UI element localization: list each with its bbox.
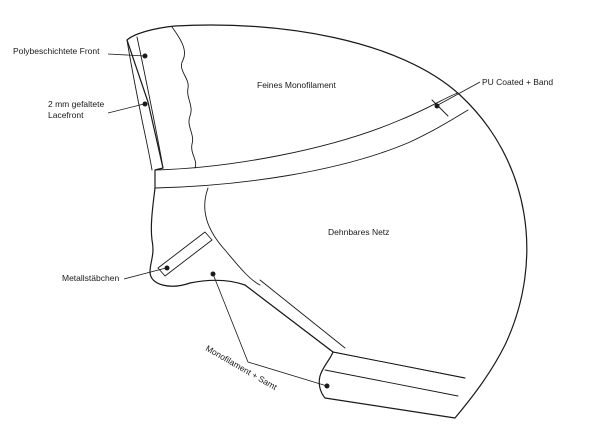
leader-mono-samt: [212, 273, 328, 387]
poly-front-strip-inner: [136, 36, 164, 169]
leader-pu-band: [437, 81, 481, 106]
lacefront-wavy-edge: [171, 26, 197, 169]
label-lacefront: 2 mm gefaltete Lacefront: [48, 99, 148, 120]
label-metal-text: Metallstäbchen: [62, 273, 119, 283]
dot-mono-samt-ear: [210, 271, 216, 277]
nape-strip-lower: [259, 279, 346, 349]
label-poly-front: Polybeschichtete Front: [13, 46, 148, 59]
nape-strip-band-upper: [332, 351, 466, 379]
poly-front-strip-outer: [126, 39, 153, 171]
dot-pu-band: [434, 103, 440, 109]
pu-band-top: [154, 92, 459, 171]
label-fine-mono-text: Feines Monofilament: [257, 80, 337, 90]
label-lacefront-line1: 2 mm gefaltete: [48, 99, 104, 109]
label-stretch-net-text: Dehnbares Netz: [328, 227, 389, 237]
leader-poly-front: [107, 53, 146, 57]
cap-outline: [126, 24, 528, 419]
leader-lacefront: [107, 103, 145, 114]
label-metal: Metallstäbchen: [62, 265, 170, 283]
label-fine-mono: Feines Monofilament: [257, 80, 337, 90]
nape-strip-upper: [244, 284, 466, 379]
label-pu-band-text: PU Coated + Band: [482, 77, 553, 87]
label-stretch-net: Dehnbares Netz: [328, 227, 389, 237]
metal-stay-slot: [157, 231, 213, 277]
label-mono-samt: Monofilament + Samt: [204, 271, 330, 392]
label-pu-band: PU Coated + Band: [434, 77, 553, 109]
label-lacefront-line2: Lacefront: [48, 110, 84, 120]
dot-mono-samt-nape: [324, 383, 330, 389]
dot-lacefront: [142, 101, 148, 107]
stretch-net-front-boundary: [204, 187, 261, 286]
pu-band-bottom: [154, 109, 469, 189]
cap-outer-outline: [126, 24, 528, 419]
nape-strip-band-lower: [324, 369, 459, 397]
dot-poly-front: [142, 53, 148, 59]
dot-metal: [164, 265, 170, 271]
pu-band-crown-join: [431, 99, 449, 117]
label-poly-front-text: Polybeschichtete Front: [13, 46, 100, 56]
leader-metal: [123, 267, 167, 280]
